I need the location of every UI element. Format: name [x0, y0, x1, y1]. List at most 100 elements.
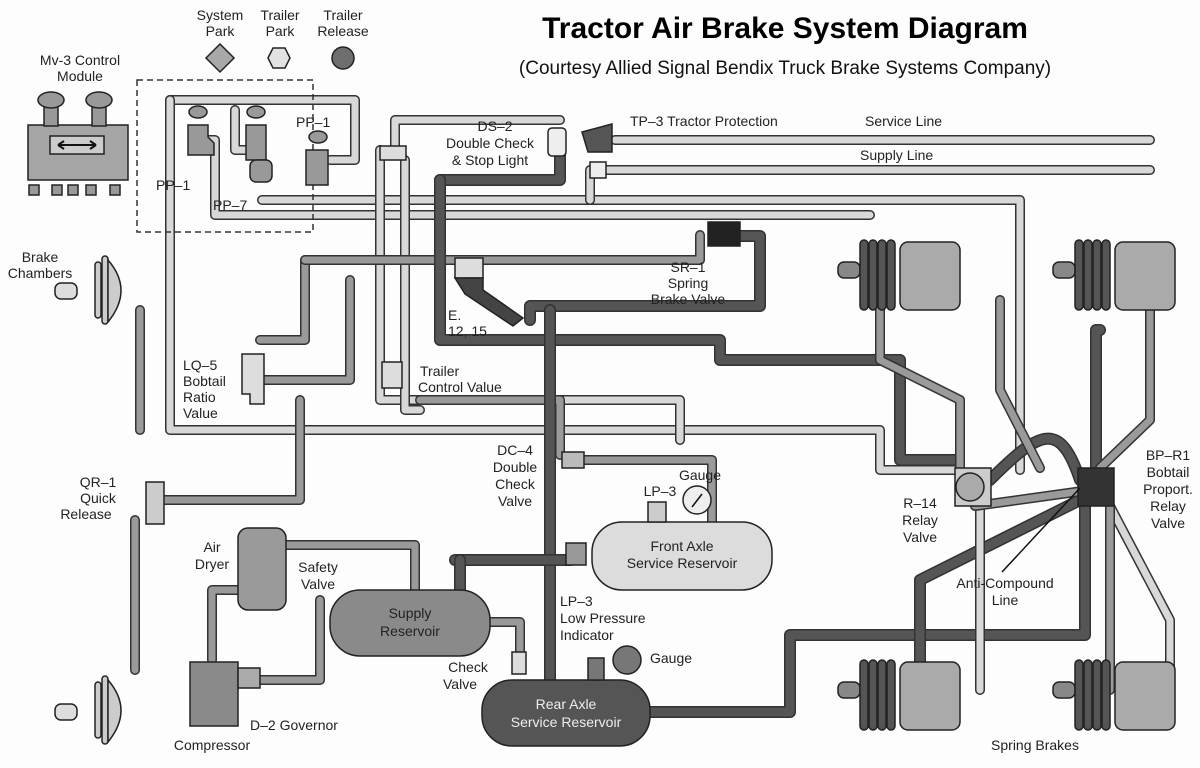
air-line	[401, 156, 424, 414]
front-axle-service-reservoir	[591, 521, 773, 591]
anti-compound-pointer	[1001, 487, 1081, 573]
e12-foot-brake-valve	[453, 257, 525, 327]
legend-label: Park	[206, 23, 236, 39]
air-line	[256, 256, 309, 344]
legend-label: System	[197, 7, 244, 23]
label-lp3-low: Indicator	[560, 627, 614, 643]
arrow-icon	[57, 140, 97, 150]
air-line	[985, 434, 1085, 485]
air-line	[258, 196, 1024, 474]
label-lq5: Bobtail	[183, 373, 226, 389]
air-dryer	[237, 527, 287, 611]
label-front-reservoir: Service Reservoir	[627, 555, 738, 571]
lq5-bobtail-ratio-valve	[241, 353, 265, 405]
rear-axle-service-reservoir	[481, 679, 651, 747]
label-ds2: DS–2	[477, 118, 512, 134]
ds2-double-check-valve	[547, 127, 567, 157]
air-line-outline	[155, 395, 305, 505]
compressor	[189, 661, 239, 727]
label-lp3: LP–3	[644, 483, 677, 499]
label-gauge: Gauge	[650, 650, 692, 666]
label-lq5: LQ–5	[183, 357, 217, 373]
air-line	[166, 96, 359, 164]
air-line	[156, 396, 304, 504]
label-trailer-control: Control Value	[418, 379, 502, 395]
label-air-dryer: Air	[203, 539, 220, 555]
label-mv3: Mv-3 Control	[40, 52, 120, 68]
label-rear-reservoir: Service Reservoir	[511, 714, 622, 730]
air-line	[256, 596, 324, 684]
trailer-control-valve	[381, 361, 403, 389]
air-line	[971, 486, 1094, 510]
label-brake-chambers: Brake	[22, 249, 59, 265]
air-line-outline	[207, 585, 245, 665]
trailer-park-hexagon-icon	[267, 47, 291, 69]
label-dc4: Double	[493, 459, 538, 475]
label-spring-brakes: Spring Brakes	[991, 737, 1079, 753]
label-supply-reservoir: Supply	[389, 605, 432, 621]
label-dc4: DC–4	[497, 442, 533, 458]
mv3-control-module	[27, 91, 129, 196]
label-r14: Relay	[902, 512, 938, 528]
sr1-spring-brake-valve	[707, 221, 741, 247]
label-sr1: SR–1	[670, 259, 705, 275]
label-lq5: Ratio	[183, 389, 216, 405]
label-sr1: Spring	[668, 275, 708, 291]
tp3-tractor-protection-valve	[581, 123, 613, 153]
label-e12: E.	[448, 307, 461, 323]
label-bpr1: Valve	[1151, 515, 1185, 531]
double-check-valve-small	[379, 145, 407, 161]
label-bpr1: Proport.	[1143, 481, 1193, 497]
spring-brake-chamber	[837, 659, 961, 731]
label-bpr1: Bobtail	[1147, 464, 1190, 480]
pp7-valve	[245, 105, 273, 183]
air-line	[525, 231, 765, 325]
legend-label: Trailer	[323, 7, 362, 23]
label-safety-valve: Safety	[298, 559, 338, 575]
air-line	[915, 495, 1085, 695]
system-park-diamond-icon	[204, 42, 236, 74]
dc4-double-check-valve	[561, 451, 585, 469]
air-line	[208, 586, 244, 664]
air-line	[261, 276, 354, 384]
air-line-outline	[255, 255, 310, 345]
label-gauge: Gauge	[679, 467, 721, 483]
label-supply-line: Supply Line	[860, 147, 933, 163]
rear-lp3-switch	[587, 657, 605, 681]
air-line-outline	[485, 617, 525, 657]
pp1-valve-right	[305, 130, 329, 186]
check-valve	[511, 651, 527, 675]
label-check-valve: Valve	[443, 676, 477, 692]
air-line-outline	[300, 230, 705, 265]
legend-label: Park	[266, 23, 296, 39]
label-safety-valve: Valve	[301, 576, 335, 592]
label-sr1: Brake Valve	[651, 291, 726, 307]
tp3-supply-fitting	[589, 161, 607, 179]
label-brake-chambers: Chambers	[8, 265, 73, 281]
spring-brakes-group	[837, 239, 1176, 731]
label-qr1: Quick	[80, 490, 117, 506]
air-line-outline	[255, 595, 325, 685]
label-ds2: & Stop Light	[452, 152, 528, 168]
label-compressor: Compressor	[174, 737, 251, 753]
lp3-low-pressure-switch	[647, 501, 667, 523]
label-r14: Valve	[903, 529, 937, 545]
label-mv3: Module	[57, 68, 103, 84]
supply-reservoir	[329, 589, 491, 657]
label-bpr1: Relay	[1150, 498, 1186, 514]
label-tp3: TP–3 Tractor Protection	[630, 113, 778, 129]
label-lq5: Value	[183, 405, 218, 421]
label-pp7: PP–7	[213, 197, 247, 213]
front-brake-chamber-bottom	[54, 675, 122, 745]
air-line	[876, 296, 964, 472]
label-service-line: Service Line	[865, 113, 942, 129]
label-anti-compound: Line	[992, 592, 1019, 608]
label-pp1: PP–1	[156, 177, 190, 193]
air-lines	[130, 95, 1175, 718]
air-line	[416, 396, 564, 459]
air-line	[486, 618, 524, 656]
diagram-title: Tractor Air Brake System Diagram	[542, 12, 1028, 45]
label-qr1: QR–1	[80, 474, 117, 490]
label-dc4: Valve	[498, 493, 532, 509]
